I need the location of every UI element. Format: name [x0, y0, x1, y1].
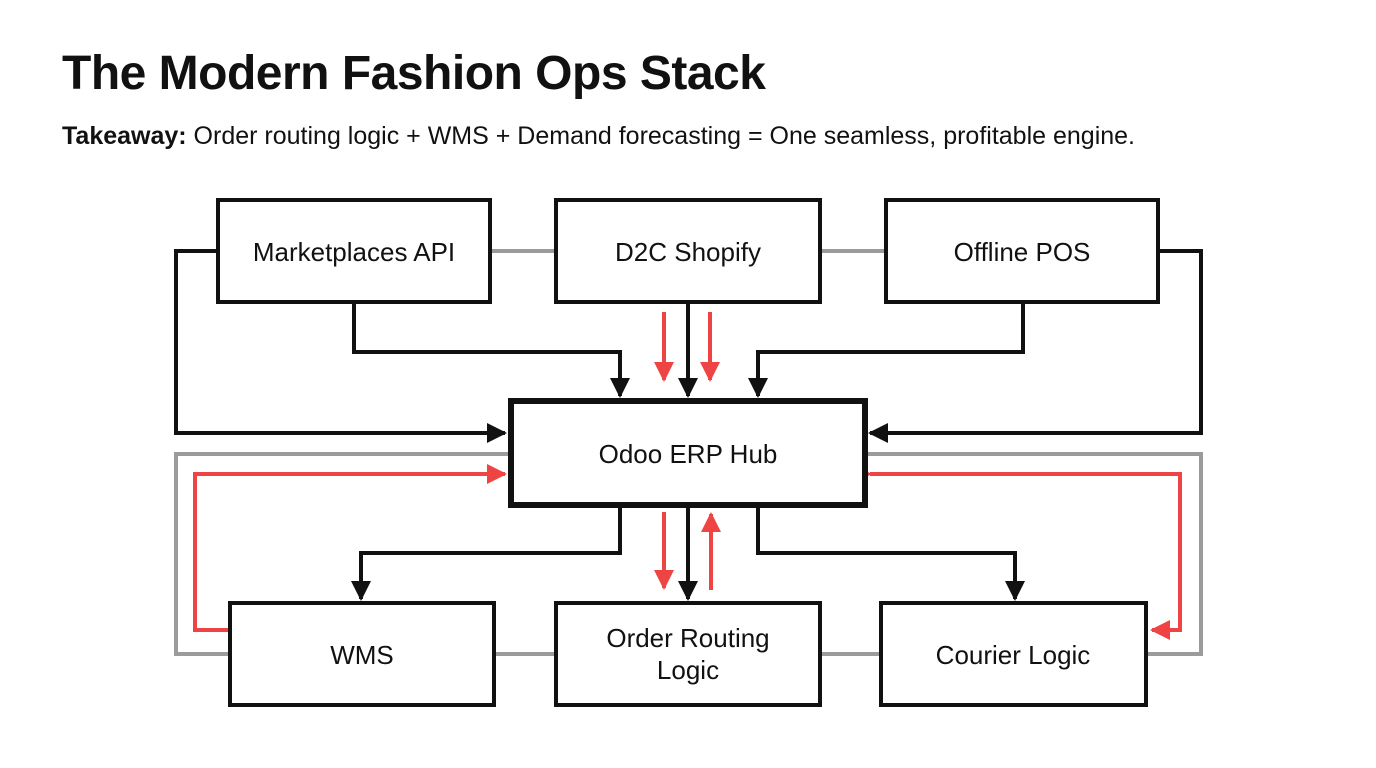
node-d2c-shopify: D2C Shopify [554, 198, 822, 304]
flow-marketplaces-side-to-hub [174, 249, 507, 443]
flow-pos-side-to-hub [868, 249, 1203, 443]
flow-hub-to-courier [756, 506, 1025, 601]
peer-links [174, 249, 1203, 656]
flow-pos-to-hub [748, 302, 1025, 398]
flow-marketplaces-to-hub [352, 302, 630, 398]
node-order-routing-logic-label-line2: Logic [657, 655, 719, 685]
flow-hub-to-wms [351, 506, 622, 601]
link-outer-right-loop [866, 452, 1203, 656]
node-wms-label: WMS [330, 640, 394, 670]
node-marketplaces-api-label: Marketplaces API [253, 237, 455, 267]
node-courier-logic: Courier Logic [879, 601, 1148, 707]
takeaway-body: Order routing logic + WMS + Demand forec… [186, 122, 1135, 150]
node-offline-pos-label: Offline POS [954, 237, 1091, 267]
feedback-wms-to-hub [193, 464, 507, 632]
node-marketplaces-api: Marketplaces API [216, 198, 492, 304]
page-title: The Modern Fashion Ops Stack [62, 47, 766, 100]
feedback-flows [193, 312, 1182, 640]
node-d2c-shopify-label: D2C Shopify [615, 237, 761, 267]
link-outer-left-loop [174, 452, 510, 656]
node-wms: WMS [228, 601, 496, 707]
node-offline-pos: Offline POS [884, 198, 1160, 304]
node-odoo-erp-hub: Odoo ERP Hub [508, 398, 868, 508]
node-odoo-erp-hub-label: Odoo ERP Hub [599, 439, 778, 469]
node-courier-logic-label: Courier Logic [936, 640, 1091, 670]
node-order-routing-logic-label-line1: Order Routing [606, 623, 769, 653]
takeaway-lead: Takeaway: [62, 122, 187, 150]
feedback-hub-courier-loop [852, 464, 1182, 640]
node-order-routing-logic: Order Routing Logic [554, 601, 822, 707]
takeaway-text: Takeaway: Order routing logic + WMS + De… [62, 121, 1135, 151]
